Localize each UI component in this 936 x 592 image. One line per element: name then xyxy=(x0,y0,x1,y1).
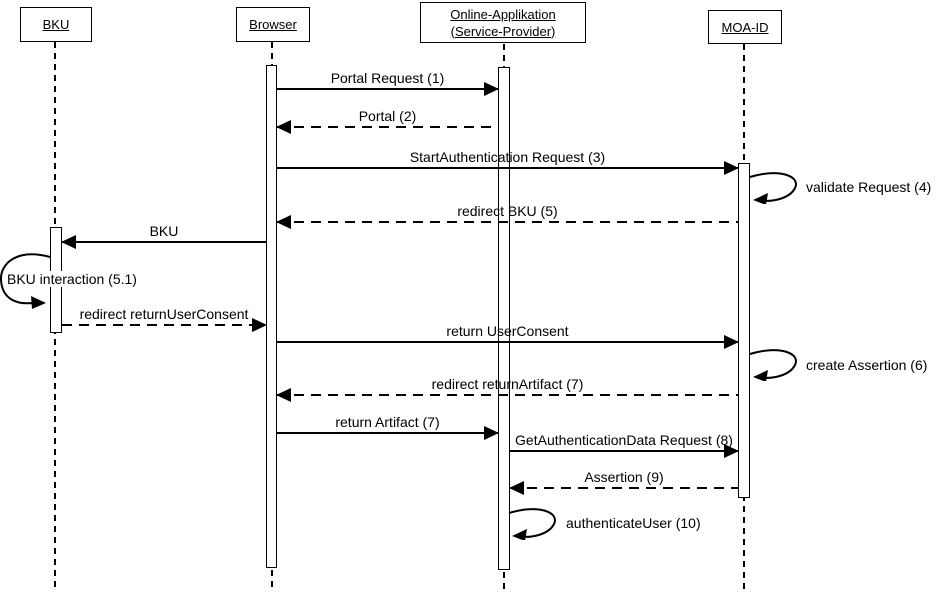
self-message-bku-interaction-5-1 xyxy=(0,253,52,314)
self-message-label: create Assertion (6) xyxy=(806,357,928,373)
arrowhead-left-icon xyxy=(276,120,291,134)
arrowhead-right-icon xyxy=(724,335,739,349)
message-line xyxy=(62,241,266,243)
message-return-userconsent: return UserConsent xyxy=(277,319,739,349)
arrowhead-left-icon xyxy=(61,235,76,249)
actor-label-online-applikation: Online-Applikation (Service-Provider) xyxy=(450,6,556,39)
message-label: StartAuthentication Request (3) xyxy=(409,149,606,165)
self-loop-arrow-icon xyxy=(749,172,797,205)
arrowhead-left-icon xyxy=(276,388,291,402)
actor-box-bku: BKU xyxy=(20,7,92,42)
activation-bar-moa-id xyxy=(738,163,750,498)
message-line xyxy=(277,126,498,128)
actor-box-online-applikation: Online-Applikation (Service-Provider) xyxy=(420,2,586,43)
message-line xyxy=(277,341,738,343)
message-redirect-returnuserconsent: redirect returnUserConsent xyxy=(62,302,267,332)
message-label: return Artifact (7) xyxy=(335,414,440,430)
message-line xyxy=(277,167,738,169)
message-label: Assertion (9) xyxy=(584,469,664,485)
arrowhead-right-icon xyxy=(724,161,739,175)
arrowhead-right-icon xyxy=(252,318,267,332)
activation-bar-browser xyxy=(266,65,277,568)
message-label: BKU xyxy=(149,223,179,239)
self-message-create-assertion-6 xyxy=(749,349,801,386)
message-redirect-bku-5: redirect BKU (5) xyxy=(276,199,738,229)
message-label: redirect returnArtifact (7) xyxy=(431,376,584,392)
message-label: GetAuthenticationData Request (8) xyxy=(515,432,733,448)
actor-box-browser: Browser xyxy=(236,7,310,42)
self-loop-arrow-icon xyxy=(0,253,51,309)
message-assertion-9: Assertion (9) xyxy=(509,465,738,495)
message-startauthentication-request-3: StartAuthentication Request (3) xyxy=(277,145,739,175)
arrowhead-right-icon xyxy=(484,426,499,440)
message-redirect-returnartifact-7: redirect returnArtifact (7) xyxy=(276,372,738,402)
arrowhead-left-icon xyxy=(509,481,524,495)
message-return-artifact-7: return Artifact (7) xyxy=(277,410,499,440)
arrowhead-right-icon xyxy=(724,444,739,458)
message-label: redirect BKU (5) xyxy=(457,203,558,219)
message-line xyxy=(277,221,738,223)
message-getauthenticationdata-request-8: GetAuthenticationData Request (8) xyxy=(510,428,739,458)
message-line xyxy=(510,487,738,489)
self-message-authenticateuser-10 xyxy=(508,508,560,545)
self-message-label: validate Request (4) xyxy=(806,179,932,195)
self-message-validate-request-4 xyxy=(749,172,801,209)
message-line xyxy=(62,324,266,326)
activation-bar-online-applikation xyxy=(498,67,510,570)
arrowhead-left-icon xyxy=(276,215,291,229)
message-line xyxy=(277,88,498,90)
message-portal-2: Portal (2) xyxy=(276,104,498,134)
self-loop-arrow-icon xyxy=(749,349,797,382)
message-line xyxy=(277,394,738,396)
message-bku: BKU xyxy=(61,219,266,249)
message-line xyxy=(510,450,738,452)
message-line xyxy=(277,432,498,434)
message-label: redirect returnUserConsent xyxy=(79,306,249,322)
self-message-label: authenticateUser (10) xyxy=(566,515,701,531)
actor-box-moa-id: MOA-ID xyxy=(708,10,782,44)
actor-label-bku: BKU xyxy=(42,17,70,32)
arrowhead-right-icon xyxy=(484,82,499,96)
message-label: Portal (2) xyxy=(358,108,417,124)
message-label: Portal Request (1) xyxy=(330,70,445,86)
self-message-label: BKU interaction (5.1) xyxy=(5,271,139,287)
self-loop-arrow-icon xyxy=(508,508,556,541)
message-label: return UserConsent xyxy=(446,323,569,339)
actor-label-moa-id: MOA-ID xyxy=(721,19,769,35)
message-portal-request-1: Portal Request (1) xyxy=(277,66,499,96)
actor-label-browser: Browser xyxy=(249,17,297,32)
